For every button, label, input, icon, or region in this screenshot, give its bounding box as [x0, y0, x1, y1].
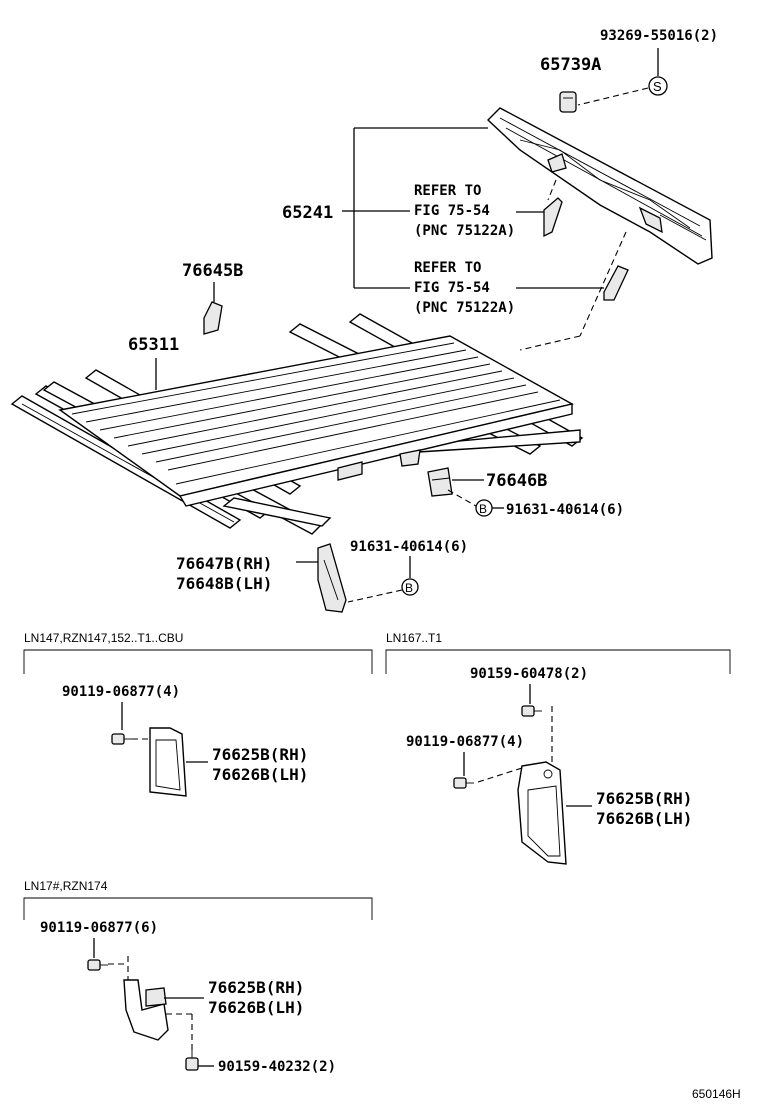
section-ln147: LN147,RZN147,152..T1..CBU 90119-06877(4)… — [23, 631, 373, 797]
svg-text:S: S — [653, 79, 662, 94]
svg-text:REFER TO: REFER TO — [414, 183, 481, 199]
callout-65739A: 65739A — [540, 55, 601, 113]
svg-text:93269-55016(2): 93269-55016(2) — [600, 28, 718, 44]
refer-note-2: REFER TO FIG 75-54 (PNC 75122A) — [414, 260, 629, 316]
s-symbol-circle — [648, 76, 668, 96]
section-ln167: LN167..T1 90159-60478(2) 90119-06877(4) … — [385, 631, 731, 865]
svg-text:76648B(LH): 76648B(LH) — [176, 574, 272, 593]
callout-65311: 65311 — [128, 335, 179, 390]
deck-floor-65311 — [58, 335, 574, 507]
svg-text:90159-60478(2): 90159-60478(2) — [470, 666, 588, 682]
callout-76645B: 76645B — [182, 261, 243, 335]
bracket-76645B-shape — [203, 301, 223, 335]
svg-text:(PNC 75122A): (PNC 75122A) — [414, 300, 515, 316]
svg-text:90119-06877(4): 90119-06877(4) — [62, 684, 180, 700]
mud-guard-3 — [123, 979, 169, 1041]
refer-note-1: REFER TO FIG 75-54 (PNC 75122A) — [414, 183, 563, 239]
svg-text:76626B(LH): 76626B(LH) — [596, 809, 692, 828]
svg-text:76647B(RH): 76647B(RH) — [176, 554, 272, 573]
mud-guard-1 — [149, 727, 187, 797]
svg-text:(PNC 75122A): (PNC 75122A) — [414, 223, 515, 239]
mud-guard-2 — [517, 761, 567, 865]
svg-text:FIG 75-54: FIG 75-54 — [414, 280, 490, 296]
svg-text:90119-06877(4): 90119-06877(4) — [406, 734, 524, 750]
bracket-76647B-shape — [317, 543, 347, 613]
svg-text:REFER TO: REFER TO — [414, 260, 481, 276]
svg-text:76626B(LH): 76626B(LH) — [212, 765, 308, 784]
svg-text:FIG 75-54: FIG 75-54 — [414, 203, 490, 219]
svg-text:91631-40614(6): 91631-40614(6) — [350, 539, 468, 555]
svg-text:76645B: 76645B — [182, 261, 243, 281]
svg-text:65739A: 65739A — [540, 55, 601, 75]
bolt-icon — [185, 1050, 199, 1071]
bolt-icon — [87, 959, 108, 971]
bolt-icon — [521, 705, 542, 717]
svg-text:B: B — [479, 502, 487, 516]
stay-part-1 — [543, 197, 563, 238]
svg-text:76625B(RH): 76625B(RH) — [212, 745, 308, 764]
svg-text:90159-40232(2): 90159-40232(2) — [218, 1059, 336, 1075]
b-symbol-circle-2 — [401, 578, 419, 596]
callout-93269-55016: 93269-55016(2) S — [577, 28, 718, 106]
svg-text:76625B(RH): 76625B(RH) — [208, 978, 304, 997]
svg-text:65311: 65311 — [128, 335, 179, 355]
svg-text:LN147,RZN147,152..T1..CBU: LN147,RZN147,152..T1..CBU — [24, 631, 183, 645]
stay-part-2 — [603, 265, 629, 301]
figure-id: 650146H — [692, 1087, 741, 1101]
svg-text:90119-06877(6): 90119-06877(6) — [40, 920, 158, 936]
section-ln17x: LN17#,RZN174 90119-06877(6) 76625B(RH) 7… — [23, 879, 373, 1075]
bracket-76646B-shape — [427, 467, 453, 497]
svg-text:LN167..T1: LN167..T1 — [386, 631, 442, 645]
svg-text:65241: 65241 — [282, 203, 333, 223]
svg-text:76626B(LH): 76626B(LH) — [208, 998, 304, 1017]
tailgate-rail-65241 — [486, 107, 713, 265]
callout-76647B-76648B: 76647B(RH) 76648B(LH) 91631-40614(6) B — [176, 539, 468, 613]
bolt-icon — [453, 777, 474, 789]
svg-text:76625B(RH): 76625B(RH) — [596, 789, 692, 808]
clip-65739A-shape — [559, 91, 577, 113]
svg-text:91631-40614(6): 91631-40614(6) — [506, 502, 624, 518]
svg-text:B: B — [405, 581, 413, 595]
svg-text:76646B: 76646B — [486, 471, 547, 491]
callout-65241: 65241 — [282, 127, 488, 289]
bolt-icon — [111, 733, 132, 745]
callout-76646B: 76646B B 91631-40614(6) — [427, 467, 624, 518]
svg-text:LN17#,RZN174: LN17#,RZN174 — [24, 879, 108, 893]
